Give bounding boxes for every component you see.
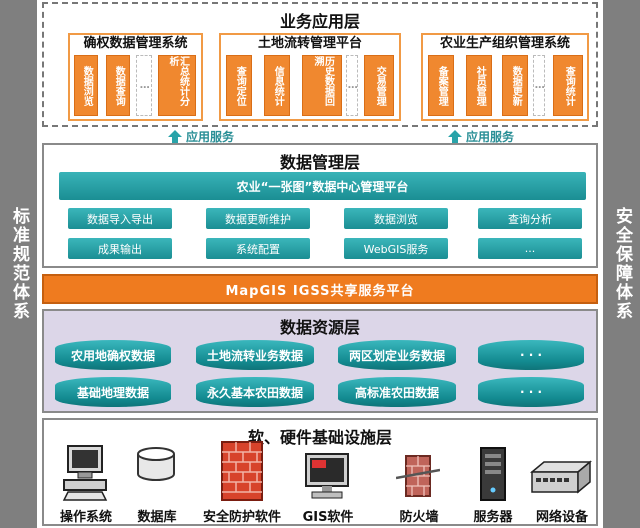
- security-system-bar: 安全保障体系: [603, 0, 640, 528]
- standards-system-bar: 标准规范体系: [0, 0, 37, 528]
- infra-label-firewall: 防火墙: [399, 510, 439, 525]
- function-query-analysis: 查询分析: [478, 208, 582, 229]
- monitor-icon: [305, 453, 349, 499]
- module-history-trace: 历史数据回溯: [302, 55, 342, 116]
- system-title: 确权数据管理系统: [83, 36, 188, 51]
- data-resource-title: 数据资源层: [279, 318, 360, 337]
- function-more: ...: [478, 238, 582, 259]
- infra-label-database: 数据库: [137, 510, 177, 525]
- module-query-stats: 查询统计: [553, 55, 583, 116]
- data-management-title: 数据管理层: [279, 153, 360, 172]
- module-trade-manage: 交易管理: [364, 55, 394, 116]
- network-switch-icon: [530, 460, 592, 494]
- module-info-stats: 信息统计: [264, 55, 290, 116]
- infra-label-server: 服务器: [473, 510, 513, 525]
- up-arrow-icon: [168, 129, 182, 144]
- computer-icon: [62, 445, 108, 501]
- infra-label-os: 操作系统: [59, 510, 112, 525]
- app-service-link-right: 应用服务: [448, 128, 514, 145]
- module-more: …: [533, 55, 545, 116]
- system-title: 农业生产组织管理系统: [439, 36, 570, 51]
- dataset-farmland-rights: 农用地确权数据: [55, 340, 171, 370]
- module-member-manage: 社员管理: [466, 55, 492, 116]
- module-data-update: 数据更新: [502, 55, 528, 116]
- brick-wall-icon: [221, 441, 263, 501]
- app-service-link-left: 应用服务: [168, 128, 234, 145]
- dataset-basic-geographic: 基础地理数据: [55, 377, 171, 407]
- igss-shared-service-platform: MapGIS IGSS共享服务平台: [42, 274, 598, 304]
- app-service-label: 应用服务: [186, 130, 235, 144]
- function-import-export: 数据导入导出: [68, 208, 172, 229]
- function-webgis-service: WebGIS服务: [344, 238, 448, 259]
- infrastructure-title: 软、硬件基础设施层: [247, 428, 392, 447]
- up-arrow-icon: [448, 129, 462, 144]
- business-layer-title: 业务应用层: [279, 12, 360, 31]
- module-filing-manage: 备案管理: [428, 55, 454, 116]
- module-summary-stats: 汇总统计分析: [158, 55, 196, 116]
- dataset-land-transfer: 土地流转业务数据: [196, 340, 314, 370]
- data-center-platform-bar: 农业“一张图”数据中心管理平台: [59, 172, 586, 200]
- module-more: …: [136, 55, 152, 116]
- function-system-config: 系统配置: [206, 238, 310, 259]
- dataset-more: · · ·: [478, 340, 584, 370]
- module-query-locate: 查询定位: [226, 55, 252, 116]
- system-title: 土地流转管理平台: [257, 36, 362, 51]
- module-data-browse: 数据浏览: [74, 55, 98, 116]
- dataset-more: · · ·: [478, 377, 584, 407]
- infra-label-security-software: 安全防护软件: [202, 510, 281, 525]
- dataset-high-standard-farmland: 高标准农田数据: [338, 377, 456, 407]
- database-icon: [137, 447, 175, 481]
- standards-system-label: 标准规范体系: [9, 207, 29, 321]
- dataset-two-zones: 两区划定业务数据: [338, 340, 456, 370]
- function-output: 成果输出: [68, 238, 172, 259]
- firewall-icon: [396, 455, 440, 497]
- infra-label-gis-software: GIS软件: [302, 510, 354, 525]
- function-update-maintain: 数据更新维护: [206, 208, 310, 229]
- security-system-label: 安全保障体系: [612, 207, 632, 321]
- app-service-label: 应用服务: [466, 130, 515, 144]
- infra-label-network: 网络设备: [535, 510, 588, 525]
- function-data-browse: 数据浏览: [344, 208, 448, 229]
- dataset-permanent-farmland: 永久基本农田数据: [196, 377, 314, 407]
- server-icon: [480, 447, 506, 501]
- module-more: …: [346, 55, 358, 116]
- module-data-query: 数据查询: [106, 55, 130, 116]
